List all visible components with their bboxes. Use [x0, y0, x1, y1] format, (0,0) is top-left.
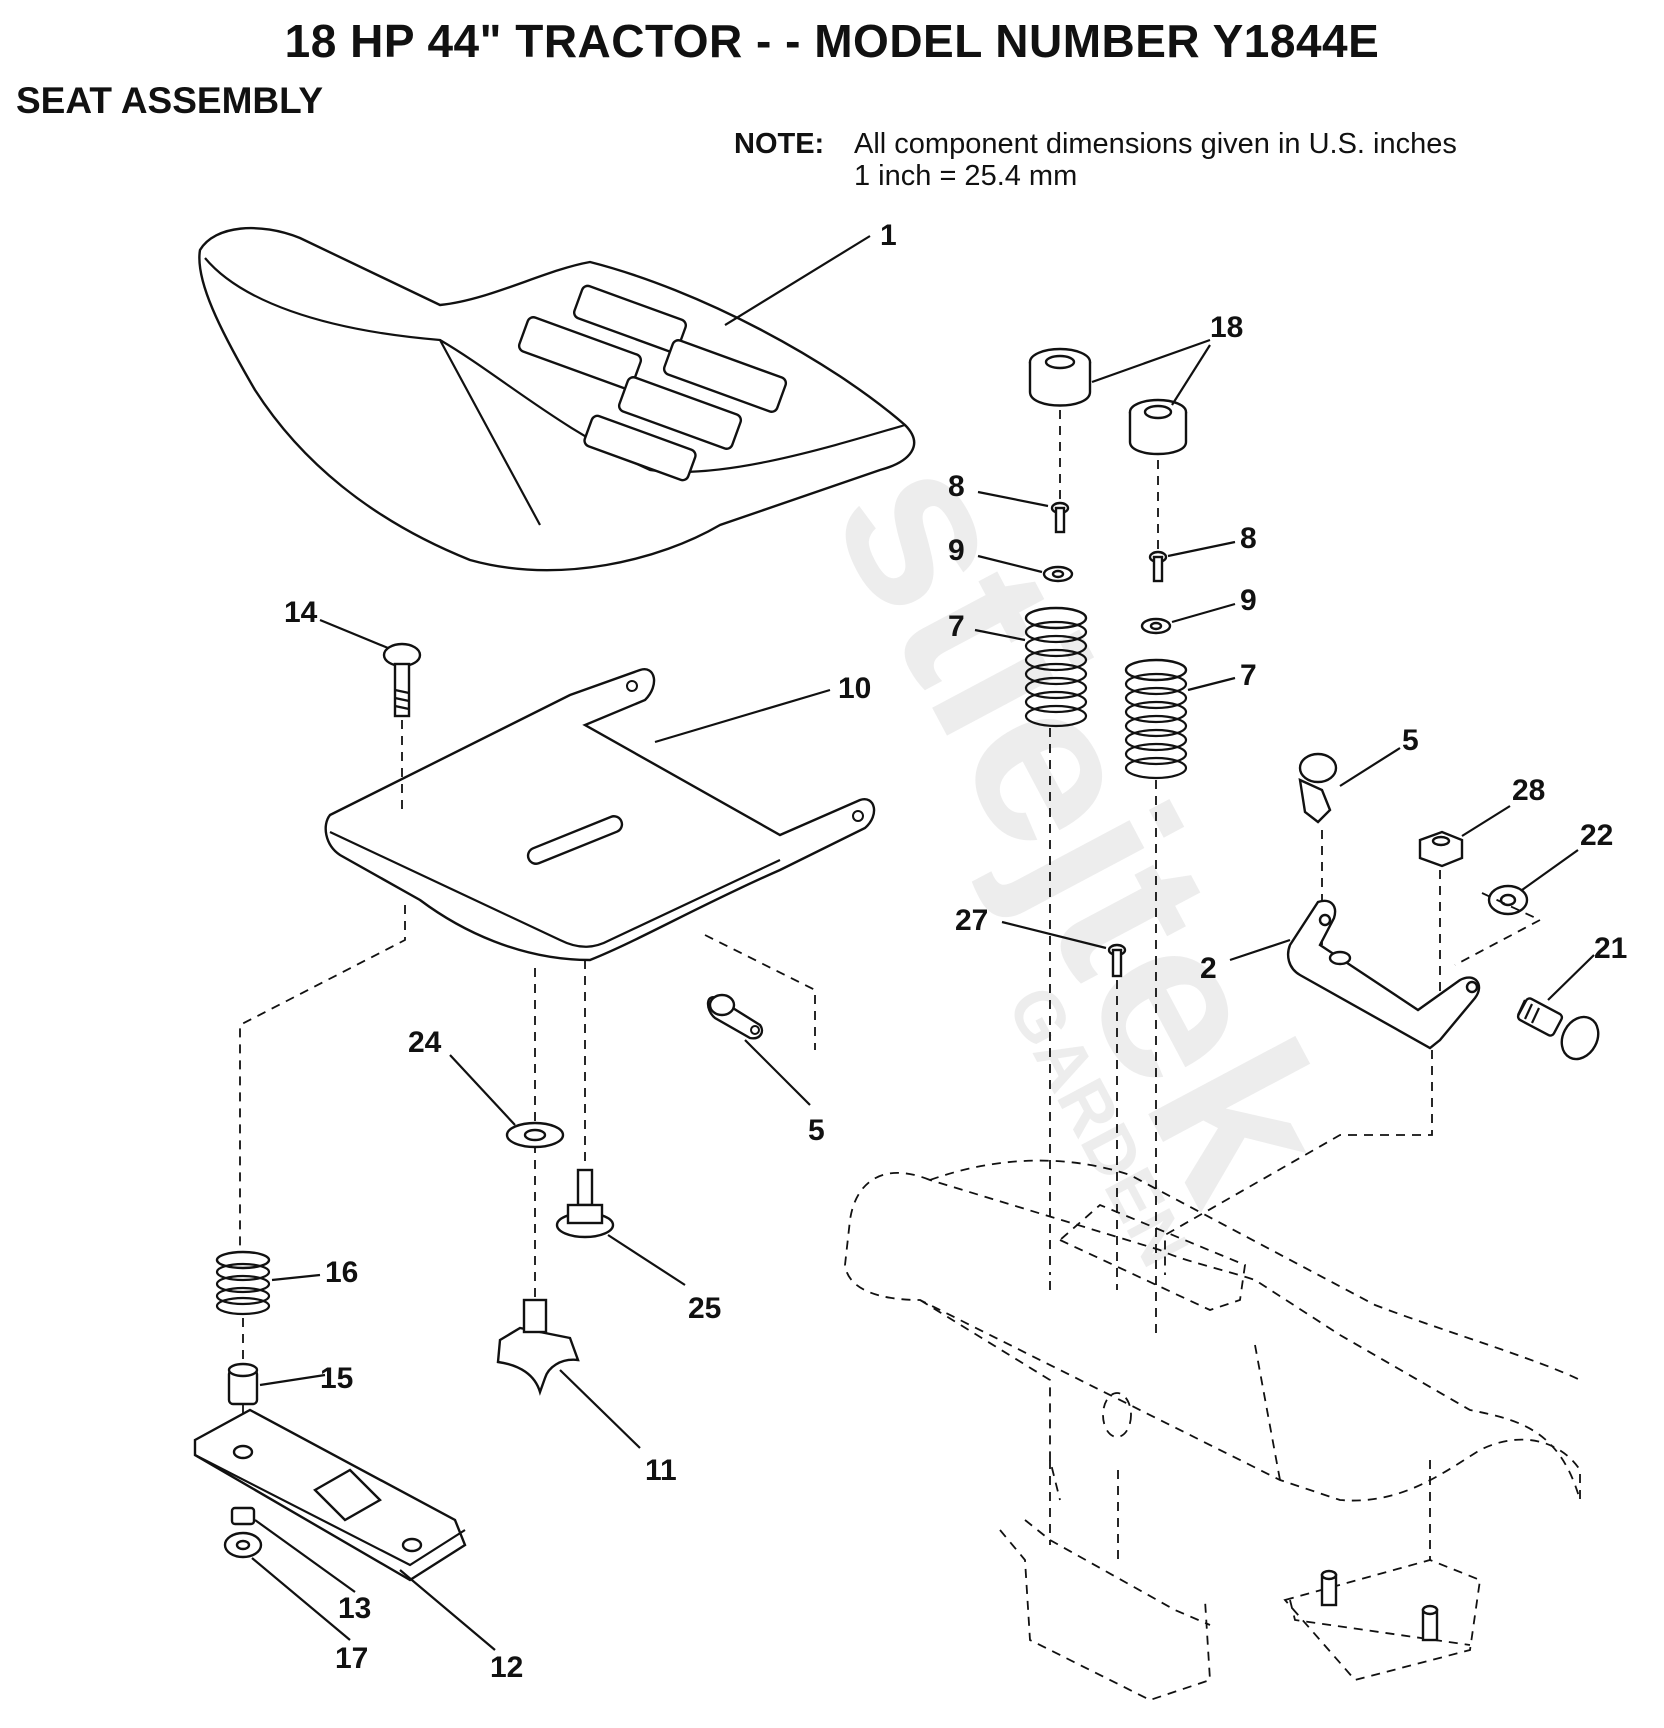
callout-9-right: 9 — [1240, 584, 1257, 617]
page-title: 18 HP 44" TRACTOR - - MODEL NUMBER Y1844… — [284, 15, 1380, 67]
callout-8-right: 8 — [1240, 522, 1257, 555]
bracket-2 — [1286, 899, 1481, 1050]
tractor-chassis-outline — [844, 1159, 1581, 1701]
nut-22 — [1487, 884, 1529, 916]
spring-7-right — [1124, 658, 1188, 780]
callout-12: 12 — [490, 1651, 523, 1684]
stud-right — [1421, 1604, 1439, 1642]
pin-8-right — [1148, 550, 1168, 583]
pin-27 — [1107, 943, 1127, 978]
callout-7-left: 7 — [948, 610, 965, 643]
stud-left — [1320, 1569, 1338, 1607]
callout-7-right: 7 — [1240, 659, 1257, 692]
callout-27: 27 — [955, 904, 988, 937]
callout-13: 13 — [338, 1592, 371, 1625]
callout-24: 24 — [408, 1026, 442, 1059]
callout-17: 17 — [335, 1642, 368, 1675]
carriage-bolt — [382, 642, 422, 718]
spacer-13 — [230, 1506, 256, 1526]
callout-8-left: 8 — [948, 470, 965, 503]
clip-5-right — [1298, 752, 1338, 824]
spacer-18-left — [1028, 347, 1092, 407]
callout-28: 28 — [1512, 774, 1545, 807]
callout-5-left: 5 — [808, 1114, 825, 1147]
nut-17 — [223, 1531, 263, 1559]
callout-1: 1 — [880, 219, 897, 252]
shoulder-bolt — [555, 1168, 615, 1239]
callout-15: 15 — [320, 1362, 353, 1395]
callout-9-left: 9 — [948, 534, 965, 567]
seat-pan — [324, 668, 876, 962]
callout-11: 11 — [645, 1454, 677, 1487]
callout-10: 10 — [838, 672, 871, 705]
nut-28 — [1418, 830, 1464, 868]
bolt-21 — [1516, 997, 1600, 1061]
spring-16 — [215, 1250, 271, 1316]
pin-8-left — [1050, 501, 1070, 534]
spacer-18-right — [1128, 398, 1188, 456]
callout-22: 22 — [1580, 819, 1613, 852]
note-line-2: 1 inch = 25.4 mm — [854, 160, 1078, 192]
washer-9-left — [1042, 565, 1074, 583]
slide-rail — [193, 1408, 467, 1582]
washer-24 — [505, 1121, 565, 1149]
callout-14: 14 — [284, 596, 318, 629]
callout-25: 25 — [688, 1292, 721, 1325]
washer-9-right — [1140, 617, 1172, 635]
callout-18: 18 — [1210, 311, 1243, 344]
watermark: stiejtek GARDEN — [785, 415, 1385, 1278]
callout-5-right: 5 — [1402, 724, 1419, 757]
seat — [198, 227, 916, 572]
spring-7-left — [1024, 606, 1088, 728]
knob-11 — [496, 1298, 580, 1396]
section-title: SEAT ASSEMBLY — [16, 80, 324, 121]
note-line-1: All component dimensions given in U.S. i… — [854, 128, 1457, 160]
clip-5-left — [706, 993, 764, 1040]
callout-21: 21 — [1594, 932, 1627, 965]
callout-16: 16 — [325, 1256, 358, 1289]
callout-2: 2 — [1200, 952, 1217, 985]
bushing-15 — [227, 1362, 259, 1406]
note-label: NOTE: — [734, 128, 825, 160]
